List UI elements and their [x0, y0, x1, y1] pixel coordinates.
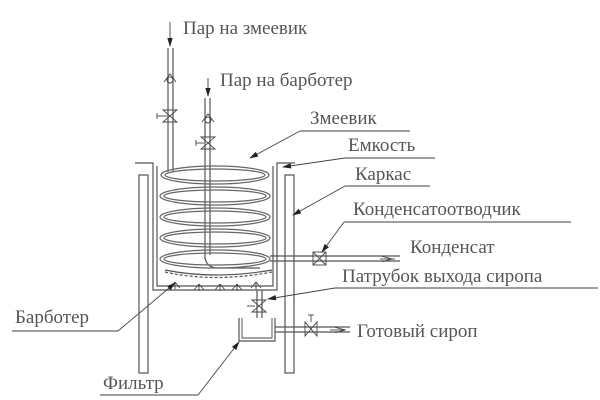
valve-icon [156, 109, 179, 123]
leader-lines [12, 130, 598, 396]
steam-coil-pipe [156, 22, 179, 172]
check-valve-icon [163, 73, 177, 83]
label-condensate: Конденсат [410, 237, 495, 258]
syrup-outlet [247, 290, 268, 318]
frame-left-post [138, 174, 149, 374]
valve-icon [304, 314, 318, 338]
condensate-trap-icon [312, 251, 327, 266]
label-condensate-trap: Конденсатоотводчик [353, 199, 522, 220]
label-coil: Змеевик [310, 108, 378, 129]
frame-right-post [284, 174, 295, 374]
valve-icon [247, 299, 268, 313]
label-filter: Фильтр [103, 373, 164, 394]
label-syrup-outlet: Патрубок выхода сиропа [342, 266, 543, 287]
label-frame: Каркас [355, 164, 411, 185]
valve-icon [195, 136, 217, 150]
label-ready-syrup: Готовый сироп [357, 321, 478, 342]
label-bubbler: Барботер [15, 307, 89, 328]
check-valve-icon [201, 113, 215, 123]
steam-bubbler-pipe [195, 78, 260, 269]
label-steam-coil: Пар на змеевик [183, 18, 308, 39]
filter [238, 314, 350, 342]
label-steam-bubbler: Пар на барботер [220, 70, 353, 91]
coil [159, 165, 271, 269]
condensate-line [270, 251, 400, 266]
label-vessel: Емкость [348, 135, 416, 156]
bubbler [164, 269, 273, 291]
